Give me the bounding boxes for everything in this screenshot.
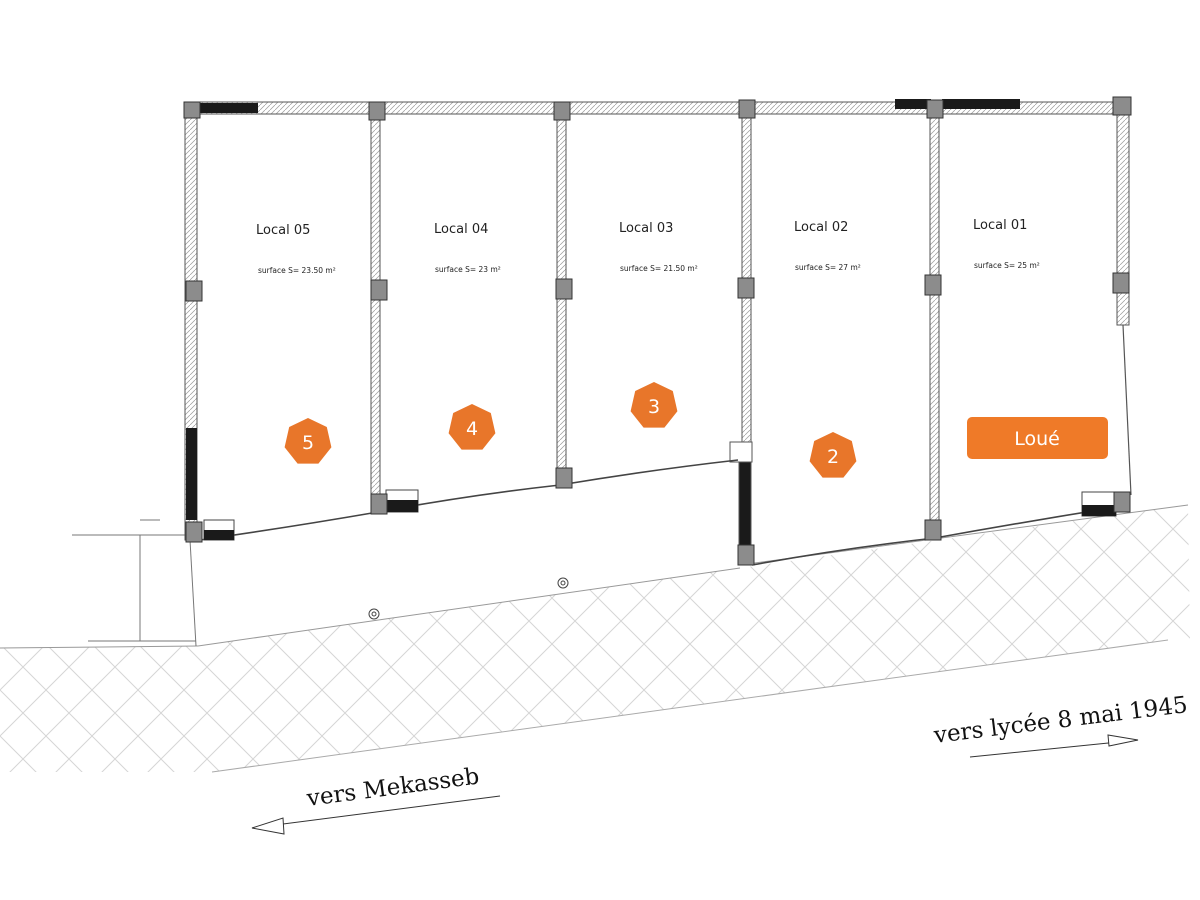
- badge-number: 2: [827, 446, 839, 468]
- direction-arrows: [251, 734, 1139, 835]
- badge-number: 4: [466, 418, 478, 440]
- unit-surface: surface S= 25 m²: [974, 261, 1040, 270]
- unit-labels: Local 05 surface S= 23.50 m² Local 04 su…: [256, 218, 1040, 275]
- neighbour-outline: [72, 519, 197, 647]
- direction-right-label: vers lycée 8 mai 1945: [932, 692, 1189, 749]
- unit-name: Local 01: [973, 218, 1027, 233]
- unit-name: Local 03: [619, 221, 673, 236]
- unit-name: Local 05: [256, 223, 310, 238]
- badge-number: 3: [648, 396, 660, 418]
- unit-badge-5: 5: [284, 418, 332, 464]
- unit-surface: surface S= 23.50 m²: [258, 266, 336, 275]
- unit-surface: surface S= 23 m²: [435, 265, 501, 274]
- building-walls: [184, 99, 1132, 566]
- unit-badge-2: 2: [809, 432, 857, 478]
- unit-badge-4: 4: [448, 404, 496, 450]
- direction-left-label: vers Mekasseb: [304, 764, 480, 813]
- unit-name: Local 02: [794, 220, 848, 235]
- utility-markers: [368, 577, 569, 620]
- rented-tag: Loué: [967, 417, 1108, 459]
- unit-surface: surface S= 21.50 m²: [620, 264, 698, 273]
- pillars: [183, 96, 1132, 566]
- unit-surface: surface S= 27 m²: [795, 263, 861, 272]
- unit-badges: 5 4 3 2: [284, 382, 857, 478]
- unit-badge-3: 3: [630, 382, 678, 428]
- unit-name: Local 04: [434, 222, 488, 237]
- rented-label: Loué: [1014, 428, 1060, 450]
- badge-number: 5: [302, 432, 314, 454]
